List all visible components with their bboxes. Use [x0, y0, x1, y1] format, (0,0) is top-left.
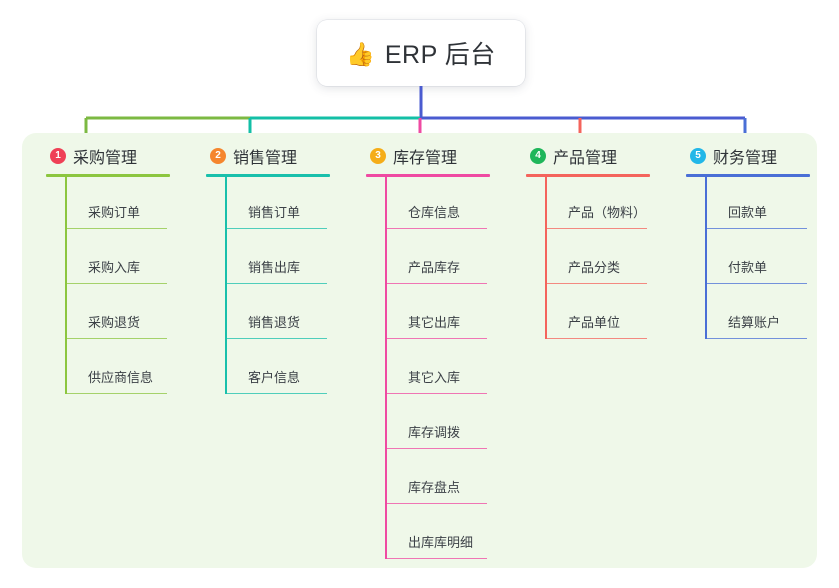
list-item-label: 仓库信息 — [408, 205, 461, 220]
branch-spine-5 — [705, 174, 707, 339]
list-item[interactable]: 采购订单 — [65, 174, 196, 229]
list-item-rule — [385, 502, 487, 504]
branch-header-rule-2 — [206, 174, 330, 177]
list-item[interactable]: 出库库明细 — [385, 504, 516, 559]
branch-title-1: 采购管理 — [73, 150, 138, 167]
list-item[interactable]: 库存盘点 — [385, 449, 516, 504]
list-item-label: 产品库存 — [408, 260, 461, 275]
list-item[interactable]: 产品（物料） — [545, 174, 676, 229]
list-item[interactable]: 其它出库 — [385, 284, 516, 339]
list-item-label: 产品分类 — [568, 260, 621, 275]
list-item-label: 产品单位 — [568, 315, 621, 330]
list-item-label: 采购入库 — [88, 260, 141, 275]
branch-badge-1: 1 — [50, 148, 66, 164]
branch-title-3: 库存管理 — [393, 150, 458, 167]
branch-item-list-3: 仓库信息产品库存其它出库其它入库库存调拨库存盘点出库库明细 — [385, 174, 516, 559]
branch-header-rule-4 — [526, 174, 650, 177]
branch-columns: 1 采购管理采购订单采购入库采购退货供应商信息 2 销售管理销售订单销售出库销售退货客… — [22, 133, 817, 568]
list-item[interactable]: 其它入库 — [385, 339, 516, 394]
list-item-rule — [705, 282, 807, 284]
branch-item-list-4: 产品（物料） 产品分类产品单位 — [545, 174, 676, 339]
root-title-card[interactable]: 👍 ERP 后台 — [317, 20, 525, 86]
branch-spine-1 — [65, 174, 67, 394]
list-item-rule — [705, 337, 807, 339]
list-item-rule — [545, 337, 647, 339]
list-item[interactable]: 产品单位 — [545, 284, 676, 339]
branch-title-5: 财务管理 — [713, 150, 778, 167]
list-item[interactable]: 产品分类 — [545, 229, 676, 284]
list-item-rule — [65, 392, 167, 394]
list-item-rule — [385, 557, 487, 559]
list-item-rule — [385, 227, 487, 229]
thumbs-up-icon: 👍 — [346, 40, 375, 67]
branch-title-4: 产品管理 — [553, 150, 618, 167]
list-item-rule — [65, 227, 167, 229]
list-item-label: 出库库明细 — [408, 535, 474, 550]
list-item-rule — [65, 337, 167, 339]
list-item-label: 采购订单 — [88, 205, 141, 220]
list-item-label: 库存调拨 — [408, 425, 461, 440]
list-item[interactable]: 回款单 — [705, 174, 836, 229]
list-item-label: 采购退货 — [88, 315, 141, 330]
list-item[interactable]: 结算账户 — [705, 284, 836, 339]
branch-item-list-1: 采购订单采购入库采购退货供应商信息 — [65, 174, 196, 394]
list-item[interactable]: 付款单 — [705, 229, 836, 284]
branch-header-rule-3 — [366, 174, 490, 177]
branch-header-1[interactable]: 1 采购管理 — [50, 144, 137, 168]
list-item[interactable]: 客户信息 — [225, 339, 356, 394]
list-item-rule — [385, 282, 487, 284]
list-item-label: 回款单 — [728, 205, 768, 220]
list-item[interactable]: 供应商信息 — [65, 339, 196, 394]
list-item-label: 客户信息 — [248, 370, 301, 385]
branch-header-3[interactable]: 3 库存管理 — [370, 144, 457, 168]
list-item[interactable]: 采购入库 — [65, 229, 196, 284]
branch-header-5[interactable]: 5 财务管理 — [690, 144, 777, 168]
list-item-rule — [385, 447, 487, 449]
list-item-rule — [385, 392, 487, 394]
branch-header-rule-5 — [686, 174, 810, 177]
list-item[interactable]: 销售出库 — [225, 229, 356, 284]
list-item-rule — [545, 282, 647, 284]
branch-item-list-5: 回款单付款单结算账户 — [705, 174, 836, 339]
list-item-rule — [225, 392, 327, 394]
list-item-label: 付款单 — [728, 260, 768, 275]
list-item[interactable]: 库存调拨 — [385, 394, 516, 449]
list-item-label: 供应商信息 — [88, 370, 154, 385]
branch-spine-2 — [225, 174, 227, 394]
list-item-rule — [225, 282, 327, 284]
branch-badge-4: 4 — [530, 148, 546, 164]
branch-spine-3 — [385, 174, 387, 559]
list-item-rule — [705, 227, 807, 229]
list-item-label: 其它出库 — [408, 315, 461, 330]
list-item-label: 销售出库 — [248, 260, 301, 275]
branch-item-list-2: 销售订单销售出库销售退货客户信息 — [225, 174, 356, 394]
root-title-text: ERP 后台 — [384, 41, 496, 69]
branch-badge-5: 5 — [690, 148, 706, 164]
list-item-rule — [225, 337, 327, 339]
list-item-label: 结算账户 — [728, 315, 781, 330]
list-item-rule — [225, 227, 327, 229]
branch-header-rule-1 — [46, 174, 170, 177]
list-item[interactable]: 产品库存 — [385, 229, 516, 284]
list-item-rule — [65, 282, 167, 284]
branch-badge-2: 2 — [210, 148, 226, 164]
branch-title-2: 销售管理 — [233, 150, 298, 167]
branch-spine-4 — [545, 174, 547, 339]
list-item[interactable]: 采购退货 — [65, 284, 196, 339]
list-item-label: 销售退货 — [248, 315, 301, 330]
branch-header-4[interactable]: 4 产品管理 — [530, 144, 617, 168]
list-item[interactable]: 销售订单 — [225, 174, 356, 229]
list-item-rule — [545, 227, 647, 229]
list-item-label: 其它入库 — [408, 370, 461, 385]
branch-header-2[interactable]: 2 销售管理 — [210, 144, 297, 168]
list-item-label: 销售订单 — [248, 205, 301, 220]
list-item-label: 库存盘点 — [408, 480, 461, 495]
branch-badge-3: 3 — [370, 148, 386, 164]
list-item[interactable]: 仓库信息 — [385, 174, 516, 229]
list-item-rule — [385, 337, 487, 339]
list-item[interactable]: 销售退货 — [225, 284, 356, 339]
list-item-label: 产品（物料） — [568, 205, 647, 220]
branches-panel — [22, 133, 817, 568]
